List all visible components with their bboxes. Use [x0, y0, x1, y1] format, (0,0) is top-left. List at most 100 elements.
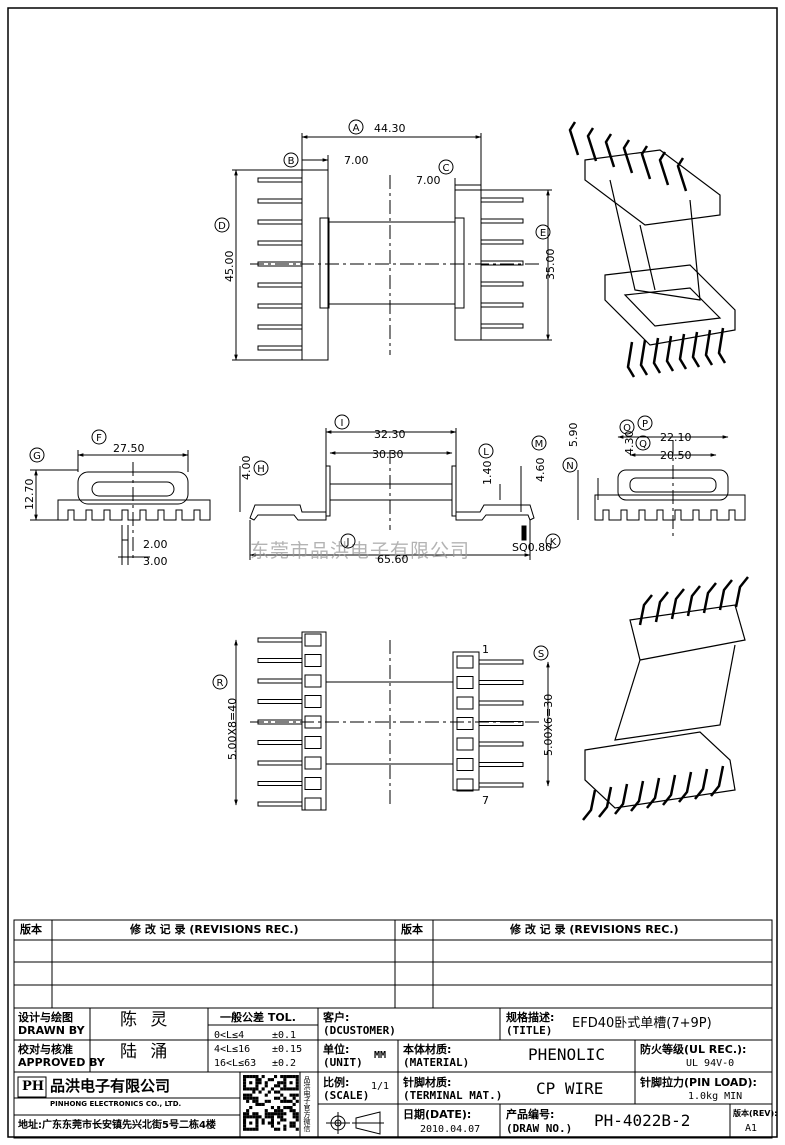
dim-value-a-val: 44.30: [374, 122, 406, 135]
pin-load-label: 针脚拉力(PIN LOAD):: [640, 1076, 757, 1089]
draw-no-value: PH-4022B-2: [594, 1111, 691, 1130]
isometric-view-top: [568, 121, 736, 378]
right-pin: [480, 323, 524, 329]
dim-value-i-sub: 30.30: [372, 448, 404, 461]
revision-label: 版本(REV):: [733, 1109, 778, 1118]
iso-top-pin: [586, 127, 598, 162]
bottom-left-pin: [257, 797, 322, 811]
customer-label-cn: 客户:: [323, 1011, 350, 1024]
company-logo-text: PH: [22, 1079, 45, 1094]
pin-load-value: 1.0kg MIN: [688, 1091, 743, 1102]
svg-text:F: F: [96, 433, 102, 444]
bottom-right-pin: [456, 778, 524, 792]
dim-marker-r: R: [212, 674, 228, 690]
tol-row1-value: ±0.1: [272, 1030, 297, 1041]
svg-text:J: J: [346, 537, 350, 548]
bottom-right-pin: [456, 758, 524, 771]
company-name-en: PINHONG ELECTRONICS CO., LTD.: [50, 1100, 182, 1108]
dim-marker-d: D: [214, 217, 230, 233]
rev-col-version-2: 版本: [401, 923, 423, 936]
iso2-top-pin: [686, 585, 701, 617]
bottom-left-pin: [257, 736, 322, 749]
svg-text:B: B: [288, 156, 295, 167]
dim-marker-e: E: [535, 224, 551, 240]
dim-marker-n: N: [562, 457, 578, 473]
iso2-top-pin: [734, 576, 749, 608]
material-value: PHENOLIC: [528, 1045, 606, 1064]
dim-value-o-val: 4.30: [623, 431, 636, 456]
iso-bottom-pin: [678, 333, 688, 370]
dim-marker-s: S: [533, 645, 549, 661]
iso-top-pin: [604, 133, 616, 168]
side-view-right: [577, 435, 746, 540]
terminal-value: CP WIRE: [536, 1079, 604, 1098]
qr-code: [243, 1075, 299, 1131]
dim-value-r-val: 5.00X8=40: [226, 698, 239, 760]
right-pin: [480, 239, 524, 245]
dim-value-e-val: 35.00: [544, 249, 557, 281]
svg-text:E: E: [540, 228, 546, 239]
date-value: 2010.04.07: [420, 1124, 481, 1135]
side-view-left: [30, 450, 211, 565]
tol-row2-range: 4<L≤16: [214, 1044, 251, 1055]
svg-text:H: H: [257, 464, 265, 475]
dim-marker-p: P: [637, 415, 653, 431]
scale-label-cn: 比例:: [323, 1076, 350, 1089]
dim-value-n-val: 5.90: [567, 423, 580, 448]
left-pin: [257, 303, 303, 309]
svg-text:D: D: [218, 221, 226, 232]
dim-marker-o: O: [619, 419, 635, 435]
iso-bottom-pin: [704, 329, 714, 366]
tol-row3-range: 16<L≤63: [214, 1058, 257, 1069]
svg-text:N: N: [566, 461, 573, 472]
fire-rating-value: UL 94V-0: [686, 1058, 735, 1069]
draw-no-label-cn: 产品编号:: [506, 1108, 555, 1121]
dim-value-b-val: 7.00: [344, 154, 369, 167]
dim-marker-j: J: [340, 533, 356, 549]
iso-bottom-pin: [639, 339, 649, 376]
rev-col-version: 版本: [20, 923, 42, 936]
bottom-right-pin: [456, 737, 524, 751]
draw-no-label-en: (DRAW NO.): [506, 1122, 573, 1135]
title-block: [13, 1007, 773, 1139]
iso2-top-pin: [654, 591, 669, 623]
approved-label-en: APPROVED BY: [18, 1056, 105, 1069]
iso-top-pin: [676, 157, 688, 192]
svg-text:I: I: [341, 418, 344, 429]
dim-value-l-val: 1.40: [481, 461, 494, 486]
iso2-bottom-pin: [582, 789, 597, 821]
iso-bottom-pin: [652, 337, 662, 374]
bottom-left-pin: [257, 715, 322, 729]
dim-value-i-val: 32.30: [374, 428, 406, 441]
bottom-right-pin: [456, 655, 524, 669]
right-pin: [480, 281, 524, 287]
iso2-top-pin: [718, 579, 733, 611]
drawn-name: 陈 灵: [120, 1010, 172, 1030]
date-label: 日期(DATE):: [403, 1108, 472, 1121]
iso-top-pin: [622, 139, 634, 174]
terminal-label-cn: 针脚材质:: [403, 1076, 452, 1089]
dim-marker-g: G: [29, 447, 45, 463]
right-pin: [480, 197, 524, 203]
sheet-border: [7, 7, 778, 1138]
left-pin: [257, 177, 303, 183]
approved-name: 陆 涌: [120, 1042, 172, 1062]
iso2-bottom-pin: [678, 771, 693, 803]
dim-marker-l: L: [478, 443, 494, 459]
bottom-left-pin: [257, 777, 322, 790]
left-pin: [257, 198, 303, 204]
bottom-right-pin: [456, 676, 524, 689]
left-pin: [257, 282, 303, 288]
svg-text:Q: Q: [639, 439, 647, 450]
company-name-cn: 品洪电子有限公司: [50, 1077, 171, 1095]
rev-col-record: 修 改 记 录 (REVISIONS REC.): [130, 923, 299, 936]
right-pin: [480, 302, 524, 308]
iso-top-pin: [568, 121, 580, 156]
dim-marker-f: F: [91, 429, 107, 445]
svg-text:P: P: [642, 419, 648, 430]
unit-label-en: (UNIT): [323, 1056, 363, 1069]
terminal-label-en: (TERMINAL MAT.): [403, 1089, 503, 1102]
iso-bottom-pin: [626, 341, 636, 378]
watermark: 东莞市品洪电子有限公司: [250, 540, 470, 562]
iso2-top-pin: [638, 594, 653, 626]
